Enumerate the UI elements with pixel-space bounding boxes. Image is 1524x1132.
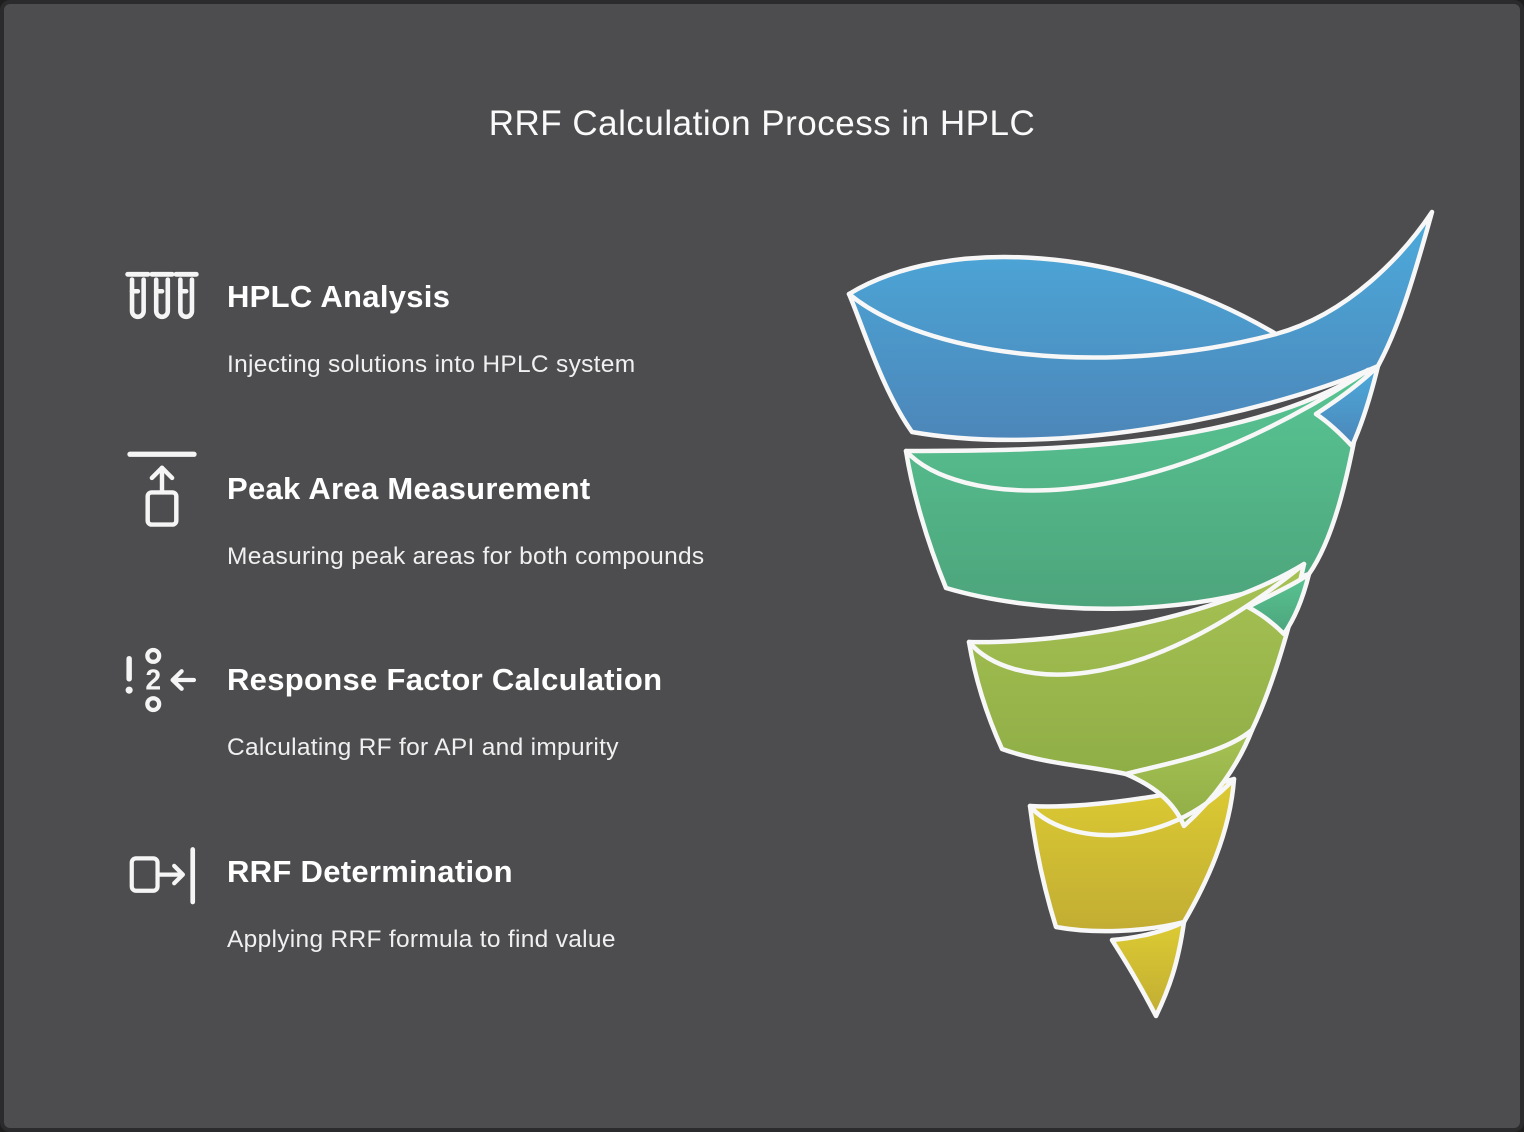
step-peak-area-measurement: Peak Area Measurement Measuring peak are… — [123, 451, 705, 571]
step-hplc-analysis: HPLC Analysis Injecting solutions into H… — [123, 265, 635, 379]
icon-digit: 2 — [145, 665, 161, 697]
step-description: Injecting solutions into HPLC system — [227, 351, 636, 378]
funnel-segment-4-front-rim — [1027, 776, 1237, 838]
funnel-segment-3-front-rim — [966, 561, 1307, 677]
upload-tray-icon — [123, 449, 201, 531]
step-rrf-determination: RRF Determination Applying RRF formula t… — [123, 840, 616, 954]
numbered-priority-icon: 2 — [123, 644, 201, 716]
step-title: Peak Area Measurement — [227, 471, 591, 506]
step-description: Calculating RF for API and impurity — [227, 734, 619, 761]
funnel-segment-3-tail — [1123, 727, 1255, 829]
funnel-segment-4-tail — [1109, 919, 1187, 1019]
spiral-funnel-graphic — [846, 209, 1435, 1019]
step-title: RRF Determination — [227, 854, 513, 889]
step-description: Applying RRF formula to find value — [227, 926, 616, 953]
step-title: HPLC Analysis — [227, 279, 451, 314]
funnel-segment-2 — [903, 367, 1371, 611]
step-response-factor-calculation: 2 Response Factor Calculation Calculatin… — [123, 647, 663, 762]
funnel-segment-1 — [846, 209, 1435, 443]
step-description: Measuring peak areas for both compounds — [227, 543, 705, 570]
funnel-segment-1-tail — [1313, 363, 1381, 449]
test-tubes-icon — [123, 269, 201, 327]
step-title: Response Factor Calculation — [227, 662, 663, 697]
funnel-segment-2-front-rim — [903, 367, 1371, 493]
export-box-icon — [123, 842, 201, 910]
funnel-segment-1-front-rim — [846, 291, 1279, 360]
funnel-segment-2-tail — [1245, 571, 1312, 637]
page-title: RRF Calculation Process in HPLC — [488, 104, 1036, 143]
